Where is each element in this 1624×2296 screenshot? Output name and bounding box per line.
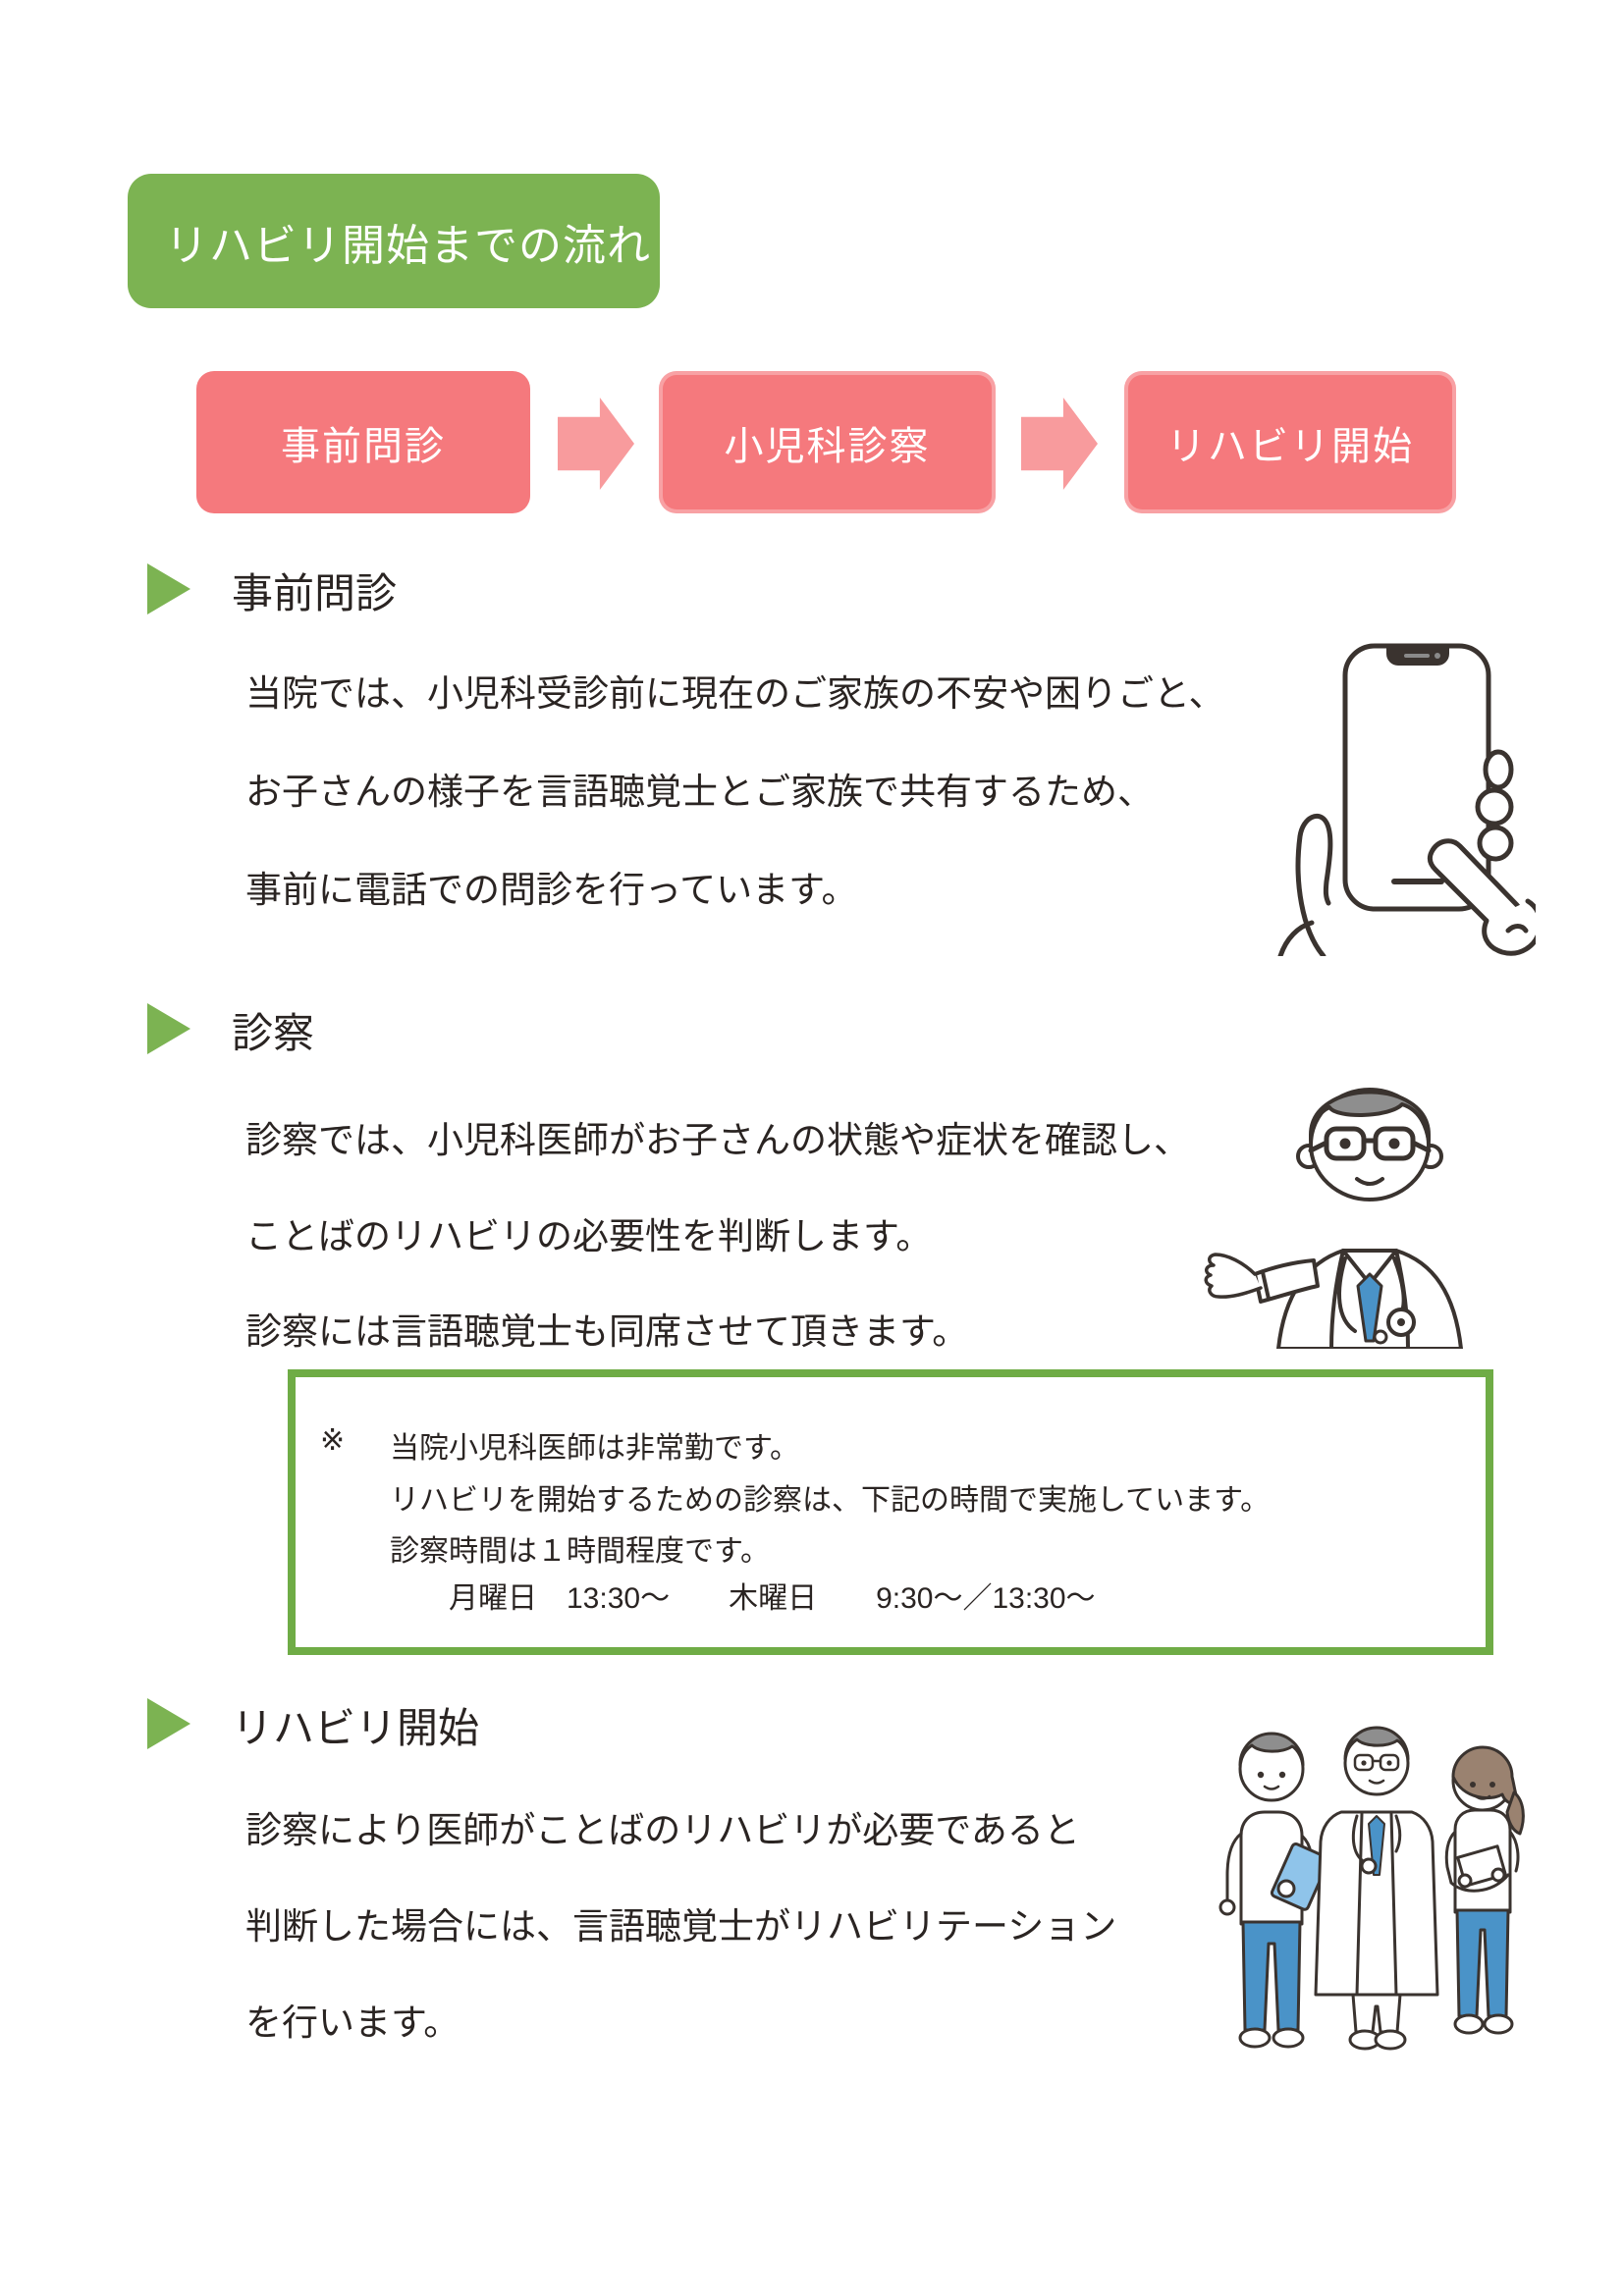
triangle-bullet-icon (147, 1003, 190, 1054)
flow-step-label: リハビリ開始 (1166, 424, 1414, 468)
medical-team-illustration (1198, 1720, 1559, 2069)
page-title: リハビリ開始までの流れ (165, 221, 651, 270)
flow-step-pediatric-exam: 小児科診察 (659, 371, 996, 513)
body-line: を行います。 (245, 2002, 460, 2043)
body-line: 診察では、小児科医師がお子さんの状態や症状を確認し、 (245, 1120, 1190, 1160)
flow-step-rehab-start: リハビリ開始 (1124, 371, 1456, 513)
page-title-banner: リハビリ開始までの流れ (128, 174, 660, 308)
body-line: お子さんの様子を言語聴覚士とご家族で共有するため、 (245, 772, 1154, 812)
flow-step-label: 小児科診察 (724, 424, 931, 468)
team-member-3 (1444, 1745, 1525, 2035)
note-line: 診察時間は１時間程度です。 (390, 1535, 770, 1568)
section-heading-interview: 事前問診 (232, 570, 398, 616)
body-line: 判断した場合には、言語聴覚士がリハビリテーション (245, 1906, 1117, 1947)
flow-step-label: 事前問診 (281, 424, 446, 468)
team-member-1 (1218, 1732, 1330, 2049)
body-line: 事前に電話での問診を行っています。 (245, 870, 858, 910)
flow-arrow-icon (558, 398, 634, 490)
triangle-bullet-icon (147, 563, 190, 614)
team-member-2 (1314, 1726, 1439, 2051)
triangle-bullet-icon (147, 1698, 190, 1749)
section-heading-rehab: リハビリ開始 (232, 1705, 480, 1751)
flow-step-pre-interview: 事前問診 (196, 371, 530, 513)
body-line: ことばのリハビリの必要性を判断します。 (245, 1216, 933, 1256)
flow-arrow-icon (1021, 398, 1098, 490)
note-marker: ※ (320, 1424, 346, 1457)
doctor-illustration (1198, 1027, 1524, 1349)
phone-hand-illustration (1229, 634, 1536, 956)
note-line: 当院小児科医師は非常勤です。 (390, 1432, 799, 1465)
note-schedule: 月曜日 13:30～ 木曜日 9:30～／13:30～ (449, 1582, 1096, 1615)
note-line: リハビリを開始するための診察は、下記の時間で実施しています。 (390, 1484, 1271, 1517)
body-line: 診察には言語聴覚士も同席させて頂きます。 (245, 1311, 969, 1352)
body-line: 当院では、小児科受診前に現在のご家族の不安や困りごと、 (245, 673, 1225, 714)
body-line: 診察により医師がことばのリハビリが必要であると (245, 1810, 1080, 1850)
exam-schedule-note: ※ 当院小児科医師は非常勤です。 リハビリを開始するための診察は、下記の時間で実… (288, 1369, 1493, 1655)
section-heading-exam: 診察 (232, 1010, 315, 1056)
